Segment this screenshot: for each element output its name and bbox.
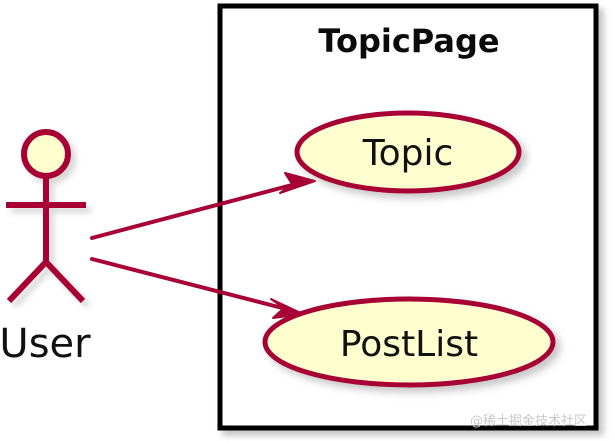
actor-leg-right	[43, 259, 86, 304]
association-line	[90, 179, 309, 240]
use-case-postlist[interactable]: PostList	[262, 296, 556, 388]
use-case-label: Topic	[362, 133, 454, 174]
filled-arrow-head-icon	[279, 172, 316, 194]
use-case-ellipse	[262, 296, 556, 388]
actor-head	[21, 129, 71, 179]
stick-figure-actor-icon	[6, 129, 86, 304]
use-case-topic[interactable]: Topic	[294, 110, 522, 194]
association-line	[90, 257, 296, 313]
package-title: TopicPage	[318, 22, 499, 60]
use-case-ellipse	[294, 110, 522, 194]
actor-user[interactable]: User	[0, 129, 91, 367]
actor-label: User	[0, 321, 91, 367]
watermark-label: @稀土掘金技术社区	[470, 413, 587, 429]
association-user-to-topic[interactable]	[90, 172, 316, 240]
actor-leg-left	[6, 259, 49, 304]
use-case-label: PostList	[340, 324, 478, 365]
